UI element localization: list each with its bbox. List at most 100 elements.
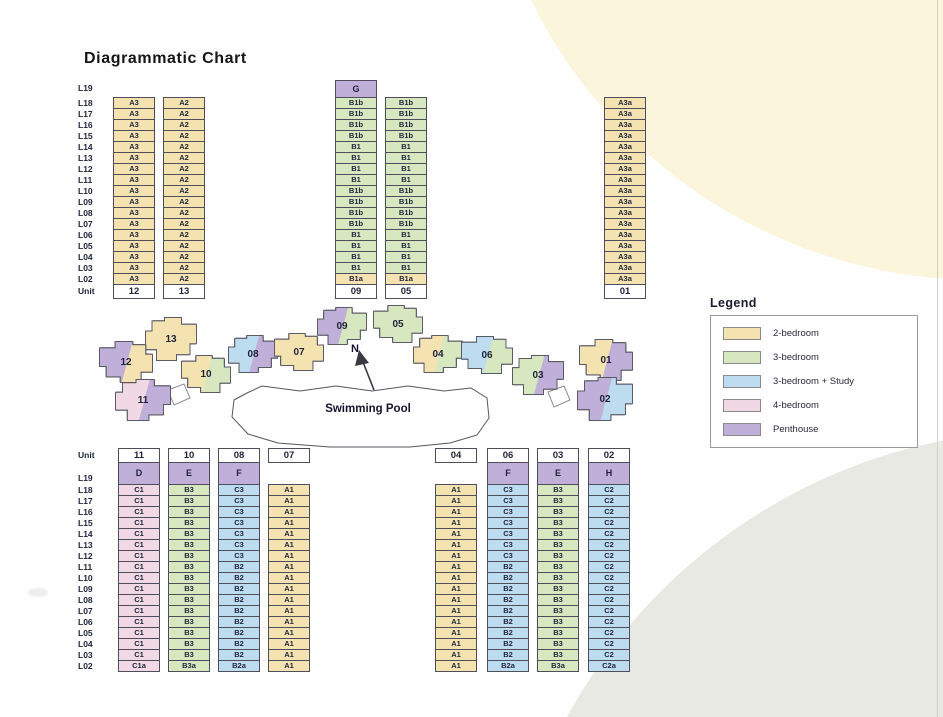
unit-number-cell: 01	[604, 284, 646, 299]
floor-label: L19	[78, 472, 93, 483]
floor-label: L02	[78, 273, 93, 284]
unit-number-cell: 08	[218, 448, 260, 463]
unit-cell: B1b	[335, 130, 377, 142]
scan-smudge	[28, 588, 48, 597]
floor-label: L17	[78, 495, 93, 506]
unit-cell: A3	[113, 251, 155, 263]
unit-cell: B3a	[537, 660, 579, 672]
building-07: 07	[275, 334, 323, 370]
penthouse-cell: F	[218, 462, 260, 485]
building-number: 03	[532, 369, 544, 381]
floor-label: L19	[78, 83, 93, 94]
legend-swatch-bed3	[723, 351, 761, 364]
floor-label: L14	[78, 141, 93, 152]
unit-number-cell: 13	[163, 284, 205, 299]
floor-label: L08	[78, 594, 93, 605]
building-10: 10	[182, 356, 230, 392]
building-number: 01	[600, 354, 612, 366]
building-number: 05	[392, 318, 404, 330]
unit-cell: C2a	[588, 660, 630, 672]
page-edge-line	[937, 0, 938, 717]
legend-swatch-bed3s	[723, 375, 761, 388]
building-02: 02	[578, 378, 632, 420]
unit-number-cell: 07	[268, 448, 310, 463]
unit-number-cell: 09	[335, 284, 377, 299]
pool-outline	[231, 385, 490, 448]
floor-label: L18	[78, 97, 93, 108]
unit-number-cell: 04	[435, 448, 477, 463]
floor-label: L06	[78, 616, 93, 627]
north-label: N	[351, 343, 359, 355]
floor-label: L11	[78, 174, 93, 185]
building-08: 08	[229, 336, 277, 372]
building-number: 13	[165, 333, 177, 345]
building-number: 11	[137, 394, 149, 406]
floor-label: L04	[78, 251, 93, 262]
floor-label: L11	[78, 561, 93, 572]
floor-label: L13	[78, 152, 93, 163]
penthouse-cell: G	[335, 80, 377, 98]
building-number: 06	[481, 349, 493, 361]
unit-row-label: Unit	[78, 286, 95, 297]
unit-cell: A1	[435, 528, 477, 540]
unit-number-cell: 10	[168, 448, 210, 463]
penthouse-cell: E	[168, 462, 210, 485]
building-11: 11	[116, 380, 170, 420]
building-number: 02	[599, 393, 611, 405]
floor-label: L03	[78, 262, 93, 273]
unit-number-cell: 05	[385, 284, 427, 299]
legend-label: 3-bedroom	[773, 352, 819, 363]
floor-label: L16	[78, 119, 93, 130]
legend-swatch-bed4	[723, 399, 761, 412]
legend-title: Legend	[710, 296, 757, 310]
legend-label: 4-bedroom	[773, 400, 819, 411]
pool-label: Swimming Pool	[325, 403, 411, 415]
floor-label: L12	[78, 550, 93, 561]
floor-label: L09	[78, 583, 93, 594]
unit-cell: B2a	[218, 660, 260, 672]
legend-item: 3-bedroom	[723, 351, 905, 364]
floor-label: L15	[78, 517, 93, 528]
building-06: 06	[462, 337, 512, 373]
building-01: 01	[580, 340, 632, 380]
floor-label: L10	[78, 185, 93, 196]
legend-label: Penthouse	[773, 424, 819, 435]
floor-label: L18	[78, 484, 93, 495]
unit-number-cell: 03	[537, 448, 579, 463]
building-12: 12	[100, 342, 152, 382]
floor-label: L07	[78, 218, 93, 229]
building-09: 09	[318, 308, 366, 344]
unit-cell: C3	[218, 517, 260, 529]
building-number: 08	[247, 348, 259, 360]
unit-number-cell: 02	[588, 448, 630, 463]
terrace-right	[547, 385, 571, 408]
legend-item: 4-bedroom	[723, 399, 905, 412]
unit-cell: A3a	[604, 218, 646, 230]
legend-swatch-penthouse	[723, 423, 761, 436]
unit-cell: B2a	[487, 660, 529, 672]
building-number: 09	[336, 320, 348, 332]
legend-item: 3-bedroom + Study	[723, 375, 905, 388]
floor-label: L04	[78, 638, 93, 649]
unit-cell: B2	[218, 616, 260, 628]
building-number: 07	[293, 346, 305, 358]
unit-cell: C2	[588, 484, 630, 496]
legend-item: Penthouse	[723, 423, 905, 436]
legend-label: 3-bedroom + Study	[773, 376, 855, 387]
unit-number-cell: 12	[113, 284, 155, 299]
unit-cell: B3a	[168, 660, 210, 672]
building-04: 04	[414, 336, 462, 372]
floor-label: L17	[78, 108, 93, 119]
unit-row-label: Unit	[78, 449, 95, 460]
floor-label: L16	[78, 506, 93, 517]
penthouse-cell: D	[118, 462, 160, 485]
unit-cell: B3	[168, 484, 210, 496]
unit-cell: A1	[268, 638, 310, 650]
unit-number-cell: 11	[118, 448, 160, 463]
unit-cell: A1	[268, 484, 310, 496]
